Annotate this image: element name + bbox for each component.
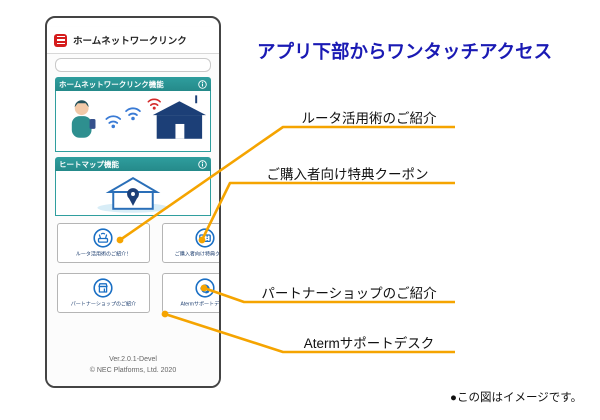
label-partner-shop: パートナーショップのご紹介 [261,286,437,301]
card-network-link: ホームネットワークリンク機能 [55,77,211,152]
router-tips-icon [93,227,114,248]
app-content: ホームネットワークリンク機能 [47,54,219,386]
card-heatmap-header: ヒートマップ機能 [55,157,211,171]
support-desk-button[interactable]: Atermサポートデスク [161,273,220,313]
phone-mockup: ホームネットワークリンク ホームネットワークリンク機能 [45,16,221,388]
card-heatmap-title: ヒートマップ機能 [59,159,119,169]
label-coupon: ご購入者向け特典クーポン [266,167,429,182]
partner-shop-button[interactable]: パートナーショップのご紹介 [57,273,150,313]
coupon-button[interactable]: ご購入者向け特典クーポン [161,223,220,263]
shortcut-grid: ルータ活用術のご紹介！ ご購入者向け特典クーポン [57,223,219,313]
partner-shop-label: パートナーショップのご紹介 [70,301,137,307]
support-desk-icon [195,277,215,298]
app-logo-icon [54,33,67,47]
partner-shop-icon [93,277,114,298]
card-heatmap: ヒートマップ機能 [55,157,211,216]
app-bar: ホームネットワークリンク [47,27,219,54]
card-network-link-header: ホームネットワークリンク機能 [55,77,211,91]
image-disclaimer: ●この図はイメージです。 [450,392,583,404]
status-bar [47,18,219,27]
app-copyright: © NEC Platforms, Ltd. 2020 [89,366,177,374]
connector-coupon [200,181,455,241]
app-footer: Ver.2.0.1-Devel © NEC Platforms, Ltd. 20… [55,354,211,376]
router-tips-button[interactable]: ルータ活用術のご紹介！ [57,223,150,263]
card-network-link-title: ホームネットワークリンク機能 [59,79,164,89]
info-icon[interactable] [198,79,207,89]
heatmap-illustration [55,171,211,216]
info-icon[interactable] [198,159,207,169]
support-desk-label: Atermサポートデスク [180,301,220,307]
label-support-desk: Atermサポートデスク [303,336,435,351]
coupon-icon [195,227,215,248]
coupon-label: ご購入者向け特典クーポン [174,251,220,257]
app-title: ホームネットワークリンク [73,36,187,47]
network-illustration [55,91,211,152]
label-router-tips: ルータ活用術のご紹介 [301,111,437,126]
partial-banner [55,58,211,72]
app-version: Ver.2.0.1-Devel [109,355,157,363]
router-tips-label: ルータ活用術のご紹介！ [75,251,132,257]
figure-title: アプリ下部からワンタッチアクセス [257,41,553,62]
